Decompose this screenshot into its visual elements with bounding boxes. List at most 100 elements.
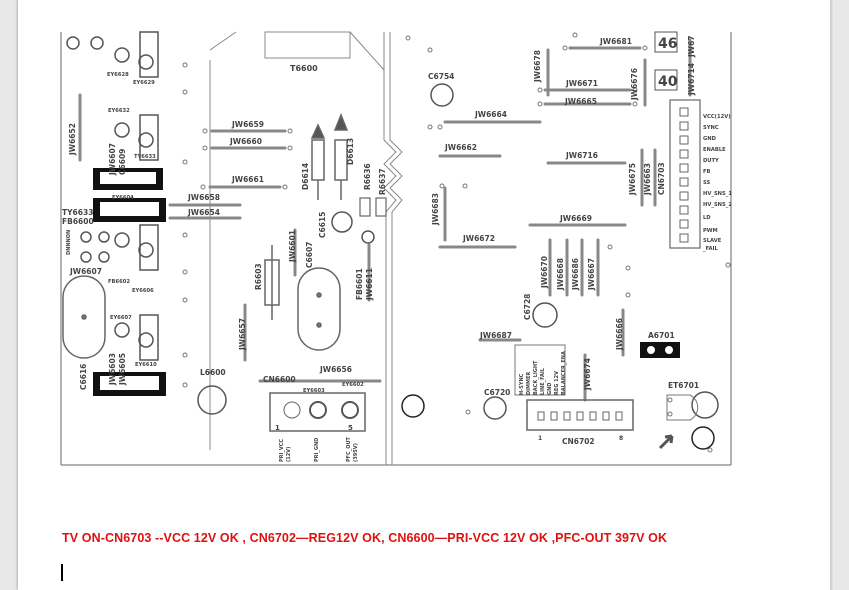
left-components — [66, 31, 159, 361]
l6600-label: L6600 — [200, 368, 226, 377]
schematic-label: _FAIL — [703, 246, 718, 252]
jw6681-label: JW6681 — [599, 37, 632, 46]
page-shadow — [830, 0, 834, 590]
solder-pads — [182, 32, 731, 453]
component-et6701 — [658, 394, 699, 450]
schematic-label: 1 — [538, 435, 542, 442]
schematic-label: SLAVE — [703, 238, 722, 244]
schematic-label: EY6628 — [107, 72, 129, 78]
schematic-label: JW6663 — [643, 163, 652, 196]
jw6660-label: JW6660 — [229, 137, 262, 146]
jw6654-label: JW6654 — [187, 208, 220, 217]
schematic-label: GND — [703, 136, 717, 142]
transformer-t6600: T6600 — [264, 31, 351, 73]
schematic-label: CN6703 — [657, 162, 666, 195]
schematic-label: JW6601 — [288, 230, 297, 263]
jw6687-label: JW6687 — [479, 331, 512, 340]
schematic-label: JW6714 — [687, 63, 696, 96]
jw6656-label: JW6656 — [319, 365, 352, 374]
c6754-label: C6754 — [428, 72, 454, 81]
schematic-label: DNNNON — [66, 230, 72, 255]
schematic-label: R6637 — [378, 168, 387, 195]
jw6669-label: JW6669 — [559, 214, 592, 223]
jw6662-label: JW6662 — [444, 143, 477, 152]
round-capacitors — [197, 83, 719, 450]
schematic-label: EY6606 — [132, 288, 154, 294]
schematic-label: JW6603 — [108, 353, 117, 386]
schematic-label: FB6601 — [355, 268, 364, 300]
schematic-label: HV_SNS_1 — [703, 191, 732, 197]
schematic-label: (395V) — [353, 443, 359, 462]
schematic-label: JW6611 — [365, 268, 374, 301]
schematic-label: TY6633 — [134, 154, 156, 160]
schematic-label: LD — [703, 215, 711, 221]
schematic-label: JW6652 — [68, 123, 77, 156]
schematic-label: D6613 — [346, 138, 355, 165]
schematic-label: JW6667 — [587, 258, 596, 291]
schematic-label: DUTY — [703, 158, 719, 164]
jumper-wires — [78, 38, 692, 402]
jw6664-label: JW6664 — [474, 110, 507, 119]
schematic-label: EY6607 — [110, 315, 132, 321]
schematic-label: 8 — [619, 435, 623, 442]
schematic-label: LINE_FAIL — [540, 367, 546, 395]
schematic-label: EY6603 — [303, 388, 325, 394]
jw6661-label: JW6661 — [231, 175, 264, 184]
schematic-label: C6609 — [118, 149, 127, 175]
schematic-label: PWM — [703, 228, 718, 234]
schematic-label: JW6674 — [583, 358, 592, 391]
t6600-label: T6600 — [290, 64, 318, 73]
schematic-label: R6636 — [363, 163, 372, 190]
schematic-label: DIMMER — [526, 372, 532, 395]
schematic-label: SS — [703, 180, 711, 186]
fb6600-label: TY6633 — [62, 208, 93, 217]
schematic-label: JW6666 — [615, 318, 624, 351]
cn6702-label: CN6702 — [562, 437, 595, 446]
schematic-label: HV_SNS_2 — [703, 202, 732, 208]
schematic-label: JW6607 — [108, 143, 117, 176]
schematic-label: JW6670 — [540, 256, 549, 289]
resistor-r6603 — [264, 245, 280, 320]
num46-label: 46 — [658, 36, 677, 52]
schematic-label: C6615 — [318, 212, 327, 238]
schematic-label: EY6610 — [135, 362, 157, 368]
component-a6701 — [640, 342, 680, 358]
text-cursor[interactable] — [61, 564, 63, 581]
connector-cn6600: 1 5 PRI_VCC (12V) PRI_GND PFC_OUT (395V) — [269, 392, 366, 462]
schematic-label: JW6657 — [238, 318, 247, 351]
schematic-label: C6616 — [79, 364, 88, 390]
schematic-label: FB — [703, 169, 711, 175]
caption-text: TV ON-CN6703 --VCC 12V OK , CN6702—REG12… — [62, 531, 668, 545]
black-pads — [93, 168, 166, 396]
schematic-label: JW6678 — [533, 50, 542, 83]
schematic-label: SYNC — [703, 125, 719, 131]
schematic-label: PRI_GND — [314, 438, 320, 462]
schematic-label: REG 12V — [554, 371, 560, 395]
schematic-label: JW6676 — [630, 68, 639, 101]
schematic-label: PFC_OUT — [346, 436, 352, 462]
schematic-frame — [60, 32, 732, 466]
schematic-label: C6607 — [305, 242, 314, 268]
schematic-label: FB6602 — [108, 279, 130, 285]
diodes — [310, 112, 349, 200]
schematic-label: 5 — [348, 424, 353, 432]
schematic-label: C6728 — [523, 294, 532, 320]
connector-cn6702: H-SYNC DIMMER BACK_LIGHT LINE_FAIL GND R… — [514, 344, 634, 442]
schematic-label: JW6675 — [628, 163, 637, 196]
num40-label: 40 — [658, 74, 678, 90]
schematic-label: EY6602 — [342, 382, 364, 388]
a6701-label: A6701 — [648, 331, 675, 340]
schematic-label: EY6632 — [108, 108, 130, 114]
jw6665-label: JW6665 — [564, 97, 597, 106]
jw6672-label: JW6672 — [462, 234, 495, 243]
schematic-label: JW6668 — [556, 258, 565, 291]
jw6716-label: JW6716 — [565, 151, 598, 160]
et6701-label: ET6701 — [668, 381, 699, 390]
schematic-label: 1 — [275, 424, 280, 432]
small-resistors — [359, 197, 387, 217]
schematic-label: D6614 — [301, 163, 310, 190]
connector-cn6703: VCC(12V) SYNC GND ENABLE DUTY FB SS HV_S… — [669, 99, 732, 252]
schematic-label: (12V) — [286, 447, 292, 462]
schematic-label: EY6604 — [112, 195, 134, 201]
